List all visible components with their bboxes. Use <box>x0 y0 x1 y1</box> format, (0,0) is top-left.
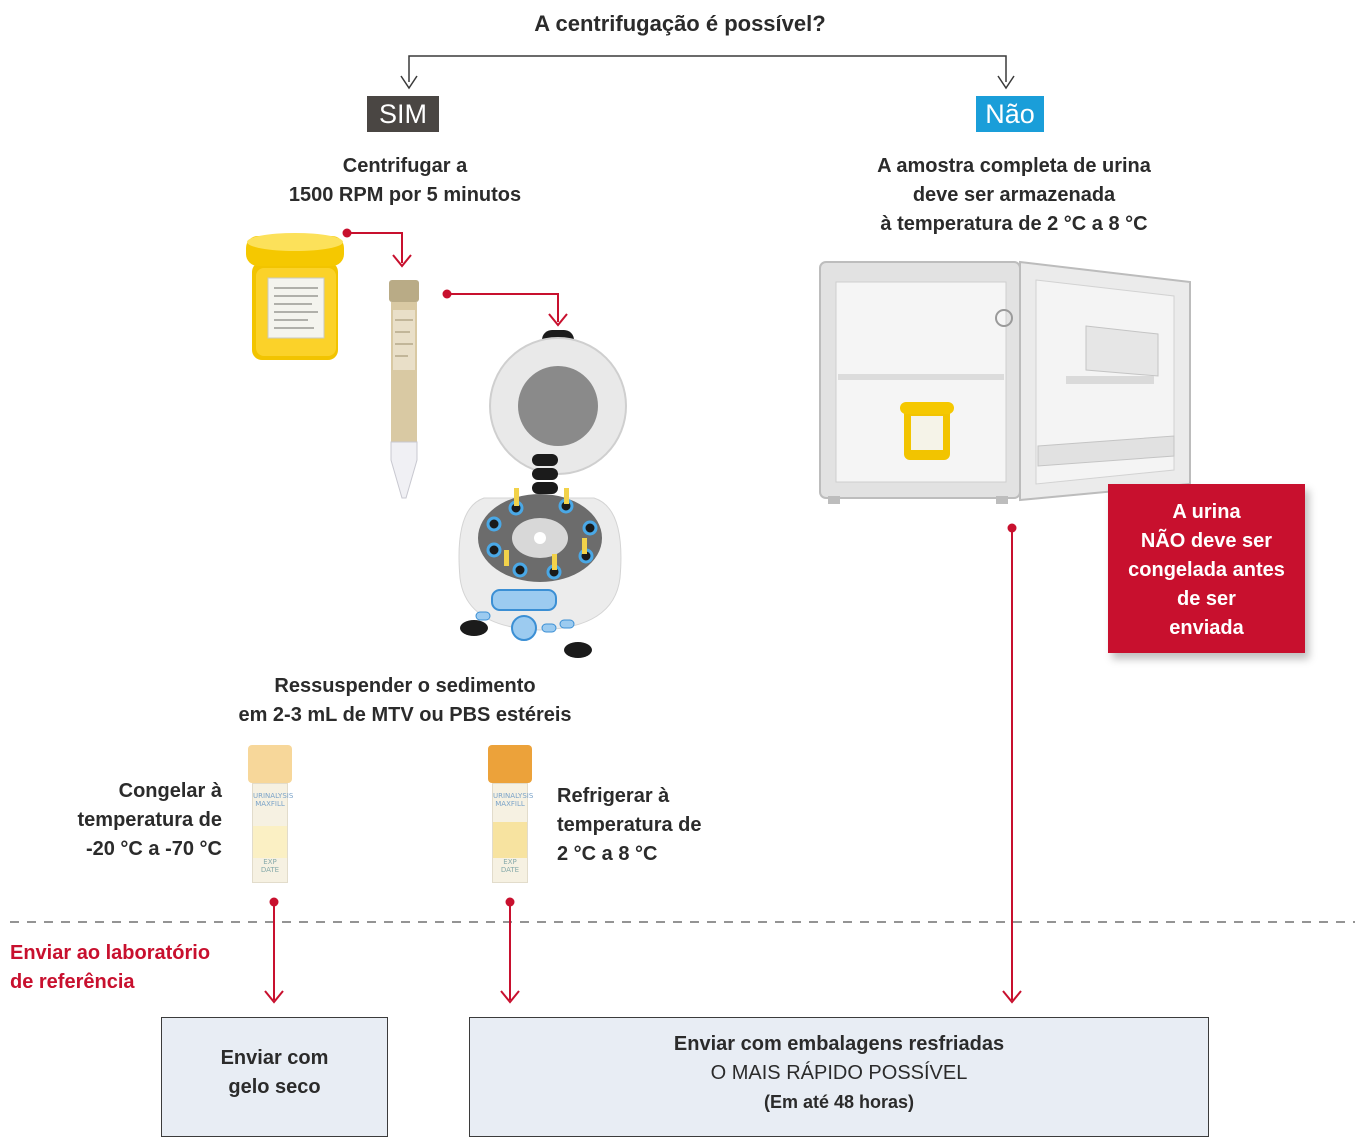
resuspend-instruction: Ressuspender o sedimento em 2-3 mL de MT… <box>238 675 572 726</box>
freeze-instruction: Congelar à temperatura de -20 °C a -70 °… <box>77 780 223 860</box>
refrigerated-vial-image: URINALYSIS MAXFILL EXP DATE <box>488 745 534 885</box>
conical-tube-image <box>389 280 419 499</box>
frozen-vial-label: URINALYSIS MAXFILL <box>253 792 294 808</box>
refrigerate-instruction: Refrigerar à temperatura de 2 °C a 8 °C <box>557 785 702 865</box>
question-title: A centrifugação é possível? <box>534 11 826 36</box>
urine-cup-image <box>246 233 344 360</box>
send-to-lab-label: Enviar ao laboratório de referência <box>10 942 211 993</box>
question-branch-connector <box>400 55 1015 90</box>
refrigerator-image <box>819 260 1191 504</box>
centrifuge-image <box>458 330 627 658</box>
yes-badge: SIM <box>367 96 439 132</box>
frozen-vial-image: URINALYSIS MAXFILL EXP DATE <box>248 745 294 885</box>
arrow-refrigerated-to-cold-pack <box>500 902 520 1004</box>
no-freeze-warning: A urina NÃO deve ser congelada antes de … <box>1108 484 1305 653</box>
dry-ice-box: Enviar com gelo seco <box>161 1017 388 1137</box>
arrow-cup-to-tube <box>347 232 412 268</box>
cold-pack-box: Enviar com embalagens resfriadas O MAIS … <box>469 1017 1209 1137</box>
centrifuge-instruction: Centrifugar a 1500 RPM por 5 minutos <box>288 155 522 206</box>
arrow-frozen-to-dry-ice <box>264 902 284 1004</box>
store-whole-sample-instruction: A amostra completa de urina deve ser arm… <box>877 155 1151 235</box>
no-badge: Não <box>976 96 1044 132</box>
arrow-fridge-to-cold-pack <box>1002 528 1022 1004</box>
refrigerated-vial-label: URINALYSIS MAXFILL <box>493 792 534 808</box>
arrow-tube-to-centrifuge <box>447 293 568 327</box>
